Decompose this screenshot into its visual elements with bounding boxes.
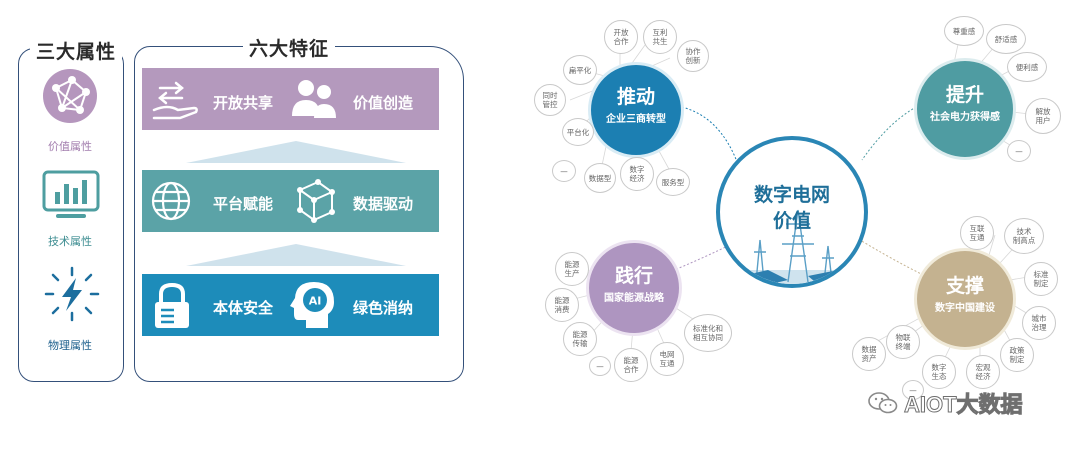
attribute-label-physical: 物理属性: [48, 339, 92, 352]
cluster-jianxing-subtitle: 国家能源战略: [604, 293, 664, 304]
center-title-line1: 数字电网: [753, 184, 830, 206]
bubble-jianxing-2: 能源 消费: [545, 288, 579, 322]
attributes-title: 三大属性: [30, 37, 123, 64]
feature-band-2: [142, 170, 439, 232]
bubble-zhicheng-7: 数字 生态: [922, 355, 956, 389]
bubble-zhicheng-10: —: [902, 380, 924, 400]
watermark: AIOT大数据: [868, 386, 1023, 420]
cluster-tisheng-subtitle: 社会电力获得感: [930, 112, 1000, 123]
bubble-zhicheng-8: 物联 终端: [886, 325, 920, 359]
bubble-tuidong-3: 协作 创新: [677, 40, 709, 72]
bubble-jianxing-7: 标准化和 相互协同: [684, 314, 732, 352]
lock-icon: [152, 282, 192, 330]
bubble-zhicheng-9: 数据 资产: [852, 337, 886, 371]
bar-chart-monitor-icon: [42, 170, 100, 222]
cluster-tisheng: 提升 社会电力获得感: [914, 58, 1016, 160]
bubble-jianxing-3: 能源 传输: [563, 322, 597, 356]
bubble-tuidong-9: 数字 经济: [620, 157, 654, 191]
center-hub: 数字电网 价值: [716, 136, 868, 288]
cluster-jianxing-title: 践行: [614, 265, 653, 287]
network-globe-icon: [42, 68, 98, 124]
bubble-tuidong-8: 数据型: [584, 163, 616, 193]
cluster-zhicheng-title: 支撑: [945, 275, 984, 297]
feature-green-consumption: 绿色消纳: [353, 299, 414, 317]
watermark-text: AIOT大数据: [904, 392, 1024, 418]
bubble-tuidong-4: 扁平化: [563, 55, 597, 85]
bubble-tisheng-3: 便利感: [1007, 52, 1047, 82]
feature-data-driven: 数据驱动: [353, 195, 414, 213]
cluster-zhicheng: 支撑 数字中国建设: [914, 248, 1016, 350]
bubble-jianxing-5: —: [589, 356, 611, 376]
arrow-up-separator-1: [186, 141, 406, 163]
bubble-tuidong-1: 开放 合作: [604, 20, 638, 54]
power-tower-icon: [738, 209, 850, 284]
people-icon: [290, 78, 338, 120]
bubble-zhicheng-5: 政策 制定: [1000, 338, 1034, 372]
attribute-label-value: 价值属性: [48, 140, 92, 153]
feature-band-3: [142, 274, 439, 336]
svg-text:AI: AI: [309, 295, 322, 308]
bubble-jianxing-6: 电网 互通: [650, 342, 684, 376]
cluster-jianxing: 践行 国家能源战略: [586, 240, 682, 336]
bubble-zhicheng-3: 标准 制定: [1024, 262, 1058, 296]
bubble-zhicheng-1: 互联 互通: [960, 216, 994, 250]
bubble-zhicheng-6: 宏观 经济: [966, 355, 1000, 389]
data-cube-icon: [290, 178, 336, 224]
cluster-zhicheng-subtitle: 数字中国建设: [935, 303, 995, 314]
ai-head-icon: AI: [290, 280, 336, 330]
features-title: 六大特征: [243, 34, 336, 61]
bubble-tuidong-5: 同时 管控: [534, 84, 566, 116]
cluster-tuidong: 推动 企业三商转型: [588, 62, 684, 158]
bubble-tuidong-6: 平台化: [562, 118, 594, 146]
bubble-zhicheng-4: 城市 治理: [1022, 306, 1056, 340]
bubble-jianxing-4: 能源 合作: [614, 348, 648, 382]
lightning-icon: [44, 266, 100, 322]
feature-open-sharing: 开放共享: [213, 94, 274, 112]
bubble-jianxing-1: 能源 生产: [555, 252, 589, 286]
wechat-icon: [868, 392, 898, 414]
exchange-hand-icon: [150, 80, 202, 120]
bubble-tisheng-5: —: [1007, 140, 1031, 162]
feature-platform-empowerment: 平台赋能: [213, 195, 274, 213]
bubble-tuidong-7: —: [552, 160, 576, 182]
bubble-tisheng-2: 舒适感: [986, 24, 1026, 54]
globe-icon: [150, 180, 192, 222]
bubble-tisheng-4: 解放 用户: [1025, 98, 1061, 134]
bubble-tuidong-10: 服务型: [656, 168, 690, 196]
feature-intrinsic-security: 本体安全: [213, 299, 274, 317]
center-title-line2: 价值: [772, 210, 811, 232]
attribute-label-technical: 技术属性: [48, 235, 92, 248]
bubble-tuidong-2: 互利 共生: [643, 20, 677, 54]
cluster-tuidong-subtitle: 企业三商转型: [606, 114, 666, 125]
arrow-up-separator-2: [186, 244, 406, 266]
cluster-tisheng-title: 提升: [945, 84, 984, 106]
cluster-tuidong-title: 推动: [616, 86, 655, 108]
bubble-tisheng-1: 尊重感: [944, 16, 984, 46]
feature-band-1: [142, 68, 439, 130]
bubble-zhicheng-2: 技术 制高点: [1004, 218, 1044, 254]
feature-value-creation: 价值创造: [353, 94, 414, 112]
